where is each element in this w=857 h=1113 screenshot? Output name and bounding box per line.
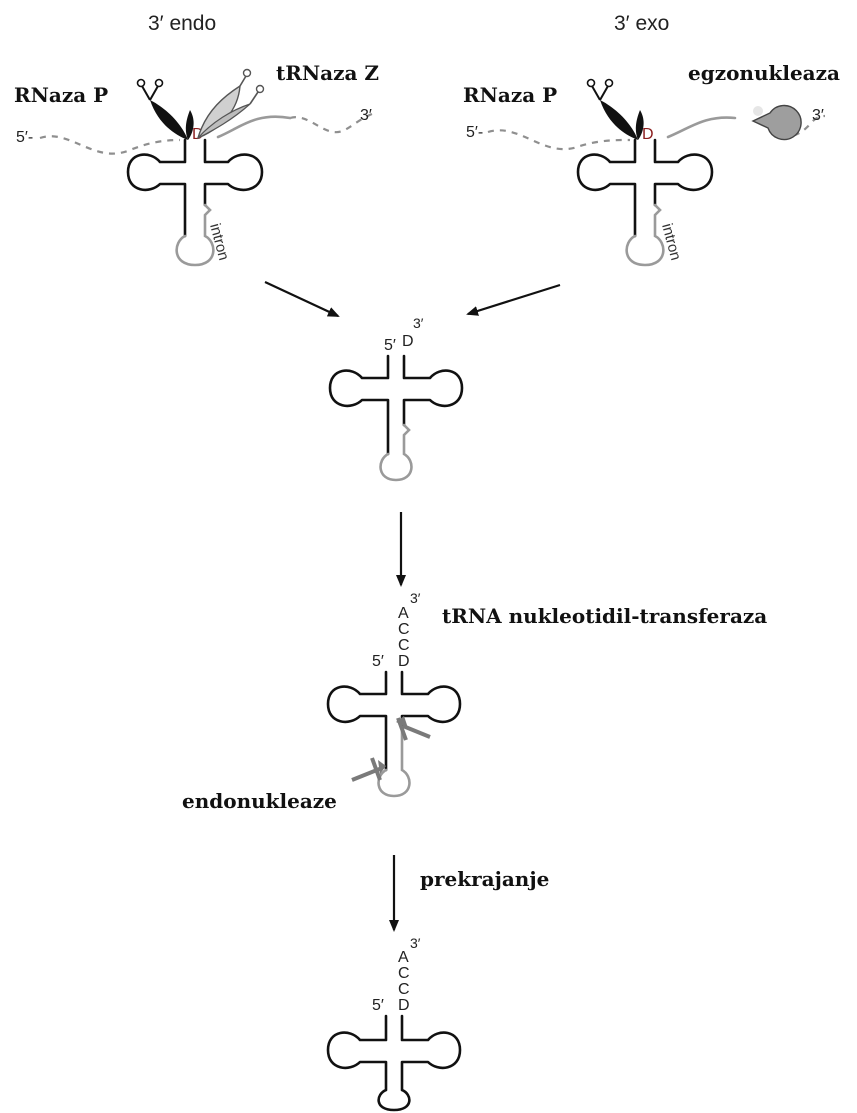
exonuclease-ball bbox=[753, 106, 801, 140]
processed-pretrna: 5′ D 3′ bbox=[330, 315, 462, 480]
trna-cloverleaf-cca bbox=[328, 672, 460, 770]
five-prime-label-endo: 5′- bbox=[16, 129, 33, 146]
five-prime-label-mature: 5′ bbox=[372, 997, 384, 1014]
three-prime-label-endo: 3′ bbox=[360, 107, 372, 124]
trna-cloverleaf-mid bbox=[330, 356, 462, 454]
header-3-exo: 3′ exo bbox=[614, 12, 669, 35]
three-prime-label-exo: 3′ bbox=[812, 107, 824, 124]
header-3-endo: 3′ endo bbox=[148, 12, 216, 35]
d-label-cca: D bbox=[398, 653, 410, 670]
exonuclease-label: egzonukleaza bbox=[688, 61, 840, 85]
trnase-z-label: tRNaza Z bbox=[276, 61, 379, 85]
d-marker-exo: D bbox=[642, 126, 654, 143]
cca-added-pretrna: A 3′ C C D 5′ tRNA nukleotidil-transfera… bbox=[182, 590, 767, 813]
c2-label-cca: C bbox=[398, 637, 410, 654]
endonuclease-cut-marker-lower bbox=[352, 758, 386, 780]
five-prime-label-exo: 5′- bbox=[466, 124, 483, 141]
arrow-exo-to-mature bbox=[468, 285, 560, 314]
intron-mid bbox=[381, 425, 412, 480]
rnase-p-scissors-right bbox=[588, 80, 644, 141]
endonucleases-label: endonukleaze bbox=[182, 789, 337, 813]
c1-label-cca: C bbox=[398, 621, 410, 638]
intron-exo bbox=[627, 205, 664, 265]
a-label-cca: A bbox=[398, 605, 409, 622]
arrow-endo-to-mature bbox=[265, 282, 338, 316]
precursor-endo: 5′- 3′ D intron RNaza P tRNaza Z bbox=[14, 61, 379, 265]
trnase-z-scissors bbox=[198, 70, 264, 139]
intron-endo bbox=[177, 205, 214, 265]
five-prime-label-mid: 5′ bbox=[384, 337, 396, 354]
trailer-3-solid-right bbox=[668, 118, 735, 137]
mature-trna: A 3′ C C D 5′ bbox=[328, 935, 460, 1110]
trna-nt-transferase-label: tRNA nukleotidil-transferaza bbox=[442, 604, 767, 628]
leader-5-dashed-left bbox=[40, 136, 180, 153]
leader-5-dashed-right bbox=[488, 130, 630, 149]
rnase-p-label-left: RNaza P bbox=[14, 83, 108, 107]
c2-label-mature: C bbox=[398, 981, 410, 998]
three-prime-label-mid: 3′ bbox=[413, 315, 424, 331]
d-label-mature: D bbox=[398, 997, 410, 1014]
precursor-exo: 5′- 3′ D intron RNaza P egzonukleaza bbox=[463, 61, 840, 265]
d-label-mid: D bbox=[402, 333, 414, 350]
three-prime-label-mature: 3′ bbox=[410, 935, 421, 951]
trna-cloverleaf-exo bbox=[578, 140, 712, 236]
a-label-mature: A bbox=[398, 949, 409, 966]
c1-label-mature: C bbox=[398, 965, 410, 982]
five-prime-label-cca: 5′ bbox=[372, 653, 384, 670]
splicing-label: prekrajanje bbox=[420, 867, 549, 891]
trna-cloverleaf-mature bbox=[328, 1016, 460, 1110]
three-prime-label-cca: 3′ bbox=[410, 590, 421, 606]
rnase-p-scissors-left bbox=[138, 80, 194, 141]
trna-cloverleaf-endo bbox=[128, 140, 262, 236]
rnase-p-label-right: RNaza P bbox=[463, 83, 557, 107]
